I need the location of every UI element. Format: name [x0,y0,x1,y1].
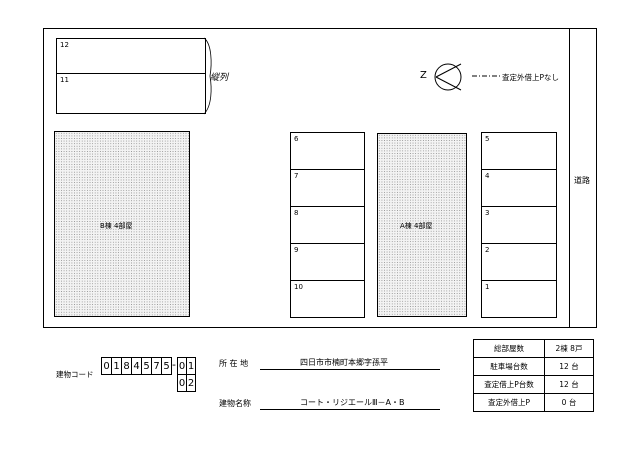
code-suffix-digit: 1 [186,357,196,375]
summary-table: 総部屋数 2棟 8戸 駐車場台数 12 台 査定借上P台数 12 台 査定外借上… [473,339,594,412]
site-map [43,28,597,328]
building-b-label: B棟 4部屋 [100,222,133,230]
code-digit: 5 [161,357,172,375]
parking-stall-5: 5 [481,132,557,170]
parking-stall-10: 10 [290,280,365,318]
parking-stall-11: 11 [56,73,206,114]
summary-label: 総部屋数 [473,339,545,358]
code-suffix-digit: 2 [186,374,196,392]
building-name-value: コート・リジエールⅢ－A・B [300,398,405,407]
summary-value: 12 台 [544,375,594,394]
parking-stall-1: 1 [481,280,557,318]
handwritten-note: 縦列 [210,73,229,83]
summary-row-total-rooms: 総部屋数 2棟 8戸 [473,339,594,358]
parking-stall-6: 6 [290,132,365,170]
code-separator: - [172,358,176,371]
handwritten-bracket [203,37,212,115]
summary-value: 0 台 [544,393,594,412]
parking-stall-12: 12 [56,38,206,74]
building-a [377,133,467,317]
summary-value: 2棟 8戸 [544,339,594,358]
parking-stall-8: 8 [290,206,365,244]
building-a-label: A棟 4部屋 [400,222,433,230]
summary-label: 査定借上P台数 [473,375,545,394]
north-arrow-icon [434,63,462,91]
address-underline [260,369,440,370]
building-code-label: 建物コード [56,370,94,379]
summary-label: 査定外借上P [473,393,545,412]
address-label: 所 在 地 [219,359,249,368]
building-name-underline [260,409,440,410]
legend-text: 査定外借上Pなし [502,73,560,82]
building-name-label: 建物名称 [219,399,251,408]
address-value: 四日市市楠町本郷字孫平 [300,358,388,367]
parking-stall-2: 2 [481,243,557,281]
parking-stall-3: 3 [481,206,557,244]
summary-row-assessed-parking: 査定借上P台数 12 台 [473,375,594,394]
north-symbol: Z [420,70,427,81]
road-divider [569,28,570,328]
building-b [54,131,190,317]
summary-label: 駐車場台数 [473,357,545,376]
parking-stall-4: 4 [481,169,557,207]
summary-row-parking-count: 駐車場台数 12 台 [473,357,594,376]
summary-value: 12 台 [544,357,594,376]
road-label: 道路 [574,176,590,185]
summary-row-unassessed-parking: 査定外借上P 0 台 [473,393,594,412]
parking-stall-9: 9 [290,243,365,281]
parking-stall-7: 7 [290,169,365,207]
dashed-line-legend-icon [472,75,500,77]
